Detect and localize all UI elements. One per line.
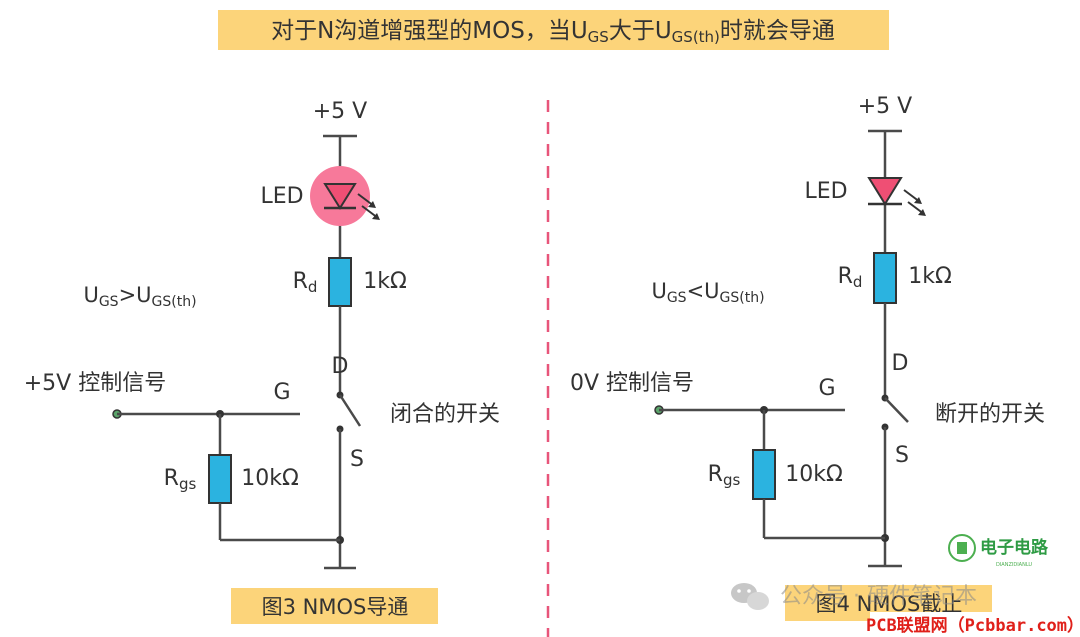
right-switch-open: [884, 397, 909, 423]
right-rgs-label: Rgs: [708, 462, 741, 489]
left-rgs-resistor: [208, 454, 232, 504]
left-rd-value: 1kΩ: [363, 269, 407, 294]
wechat-watermark: 公众号 · 硬件笔记本: [731, 583, 977, 610]
left-drain-label: D: [332, 354, 349, 379]
left-rgs-value: 10kΩ: [241, 466, 299, 491]
right-gate-label: G: [818, 376, 835, 401]
left-gate-label: G: [273, 380, 290, 405]
right-supply-label: +5 V: [858, 94, 912, 119]
svg-text:电子电路: 电子电路: [980, 537, 1049, 558]
site-watermark: PCB联盟网（Pcbbar.com）: [866, 615, 1080, 636]
right-switch-state: 断开的开关: [935, 402, 1045, 427]
brand-watermark: 电子电路 DIANZIDIANLU: [948, 534, 1049, 568]
title-text: 对于N沟道增强型的MOS，当UGS大于UGS(th)时就会导通: [271, 18, 835, 46]
right-signal-label: 0V 控制信号: [570, 371, 694, 396]
left-signal-label: +5V 控制信号: [24, 371, 166, 396]
right-condition: UGS<UGS(th): [651, 279, 764, 306]
left-circuit: +5 V LED Rd 1kΩ D 闭合的开关 S +5V 控制信号: [24, 99, 500, 624]
left-rd-label: Rd: [293, 269, 318, 296]
left-led-label: LED: [260, 184, 303, 209]
left-rd-resistor: [328, 257, 352, 307]
left-condition: UGS>UGS(th): [83, 283, 196, 310]
right-rgs-resistor: [752, 449, 776, 500]
left-led-icon: [323, 183, 380, 220]
right-drain-label: D: [892, 351, 909, 376]
right-led-label: LED: [804, 179, 847, 204]
svg-text:DIANZIDIANLU: DIANZIDIANLU: [996, 562, 1032, 568]
right-rd-label: Rd: [838, 264, 863, 291]
left-switch-closed: [338, 394, 362, 427]
right-rd-resistor: [873, 252, 897, 304]
right-source-label: S: [895, 443, 909, 468]
left-supply-label: +5 V: [313, 99, 367, 124]
site-watermark-bg: [870, 612, 1080, 637]
left-caption-box: [231, 588, 438, 624]
left-rgs-label: Rgs: [164, 466, 197, 493]
right-rgs-value: 10kΩ: [785, 462, 843, 487]
right-circuit: +5 V LED Rd 1kΩ D 断开的开关 S 0V 控制信号 G: [570, 94, 1045, 621]
right-rd-value: 1kΩ: [908, 264, 952, 289]
title-banner: [218, 10, 889, 50]
svg-text:公众号 · 硬件笔记本: 公众号 · 硬件笔记本: [780, 584, 977, 609]
left-switch-state: 闭合的开关: [390, 402, 500, 427]
left-source-label: S: [350, 447, 364, 472]
right-led-icon: [867, 177, 926, 216]
wechat-icon: [731, 583, 769, 610]
left-caption: 图3 NMOS导通: [262, 595, 409, 619]
